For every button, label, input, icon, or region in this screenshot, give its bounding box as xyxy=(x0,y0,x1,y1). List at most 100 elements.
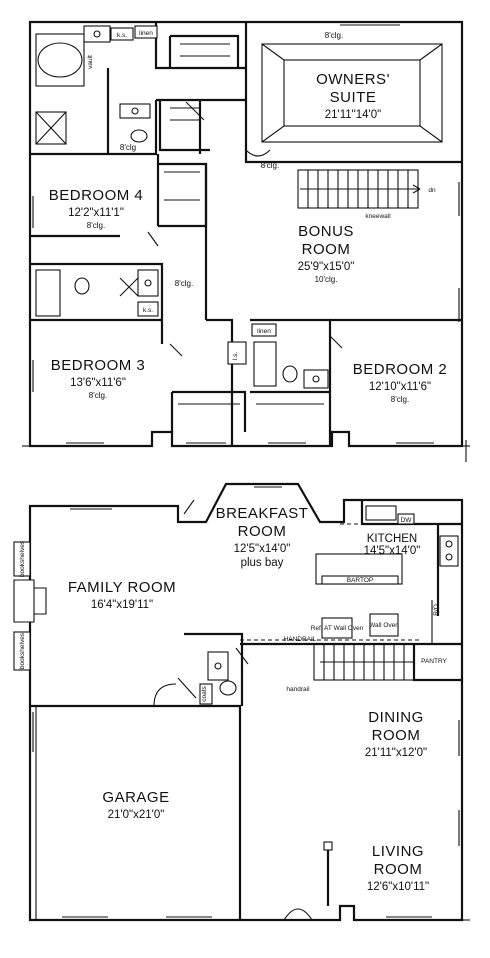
oven-label: Ref. AT Wall Oven xyxy=(311,625,364,632)
ro-label: R/O xyxy=(433,604,440,616)
bartop-label: BARTOP xyxy=(347,577,374,584)
dining-room-size: 21'11"x12'0" xyxy=(365,747,427,759)
living-room-name: LIVING xyxy=(372,843,424,860)
bedroom3-closet xyxy=(170,390,330,432)
bonus-room-name: BONUS xyxy=(298,223,354,240)
bookshelves-label-2: bookshelves xyxy=(19,632,26,669)
door-swing xyxy=(177,677,197,699)
linen-box xyxy=(134,25,158,39)
family-room-name: FAMILY ROOM xyxy=(68,579,176,596)
window xyxy=(29,21,463,447)
breakfast-room-name-2: ROOM xyxy=(238,523,287,540)
ks-label-2: k.s. xyxy=(143,307,153,314)
closet-rods xyxy=(180,43,230,57)
powder-sink xyxy=(207,651,229,681)
coats-label: coats xyxy=(201,685,208,701)
owners-suite-ceiling: 8'clg. xyxy=(325,31,343,40)
ks-box xyxy=(110,27,134,41)
hall-ceiling-label: 8'clg. xyxy=(261,161,279,170)
breakfast-room-name: BREAKFAST xyxy=(216,505,309,522)
door-swing xyxy=(119,277,139,297)
bookshelves-label-1: bookshelves xyxy=(19,540,26,577)
door-swing xyxy=(283,908,313,921)
breakfast-room-size: 12'5"x14'0" xyxy=(234,543,291,555)
tray-corner xyxy=(261,125,285,143)
window xyxy=(29,483,463,921)
wall-oven-box xyxy=(369,613,399,637)
linen-label: linen xyxy=(139,30,153,37)
dining-room-name: DINING xyxy=(368,709,424,726)
toilet-icon xyxy=(219,680,237,696)
door-swing xyxy=(147,231,159,247)
door-swing xyxy=(185,101,205,121)
coats-closet xyxy=(199,683,213,705)
breakfast-room-note: plus bay xyxy=(241,557,284,569)
bedroom2-size: 12'10"x11'6" xyxy=(369,381,431,393)
bookshelves-bottom xyxy=(13,631,31,671)
kitchen-name: KITCHEN xyxy=(367,533,417,545)
bedroom2-ceiling: 8'clg. xyxy=(391,395,409,404)
kitchen-size: 14'5"x14'0" xyxy=(364,545,421,557)
main-floor: BREAKFAST ROOM 12'5"x14'0" plus bay KITC… xyxy=(13,482,470,922)
bedroom4-size: 12'2"x11'1" xyxy=(68,207,124,219)
bedroom4-closet xyxy=(164,171,200,201)
linen-box-2 xyxy=(251,323,277,337)
ks-label: k.s. xyxy=(117,32,127,39)
vault-label: vault xyxy=(87,55,94,69)
family-room-size: 16'4"x19'11" xyxy=(91,599,153,611)
walk-in-closets xyxy=(158,34,240,154)
living-room-size: 12'6"x10'11" xyxy=(367,881,429,893)
sink-icon xyxy=(119,103,151,119)
handrail-label-1: HANDRAIL xyxy=(284,636,317,643)
bedroom4-ceiling: 8'clg. xyxy=(87,221,105,230)
bedroom4-name: BEDROOM 4 xyxy=(49,187,144,204)
bonus-room-name-2: ROOM xyxy=(302,241,351,258)
toilet-icon xyxy=(282,365,298,383)
dishwasher-box xyxy=(397,513,415,525)
bedroom3-size: 13'6"x11'6" xyxy=(70,377,126,389)
dining-room-name-2: ROOM xyxy=(372,727,421,744)
garage-size: 21'0"x21'0" xyxy=(108,809,165,821)
column xyxy=(323,841,333,851)
kitchen-dash-line xyxy=(240,523,420,641)
linen-label-2: linen xyxy=(257,328,271,335)
sink-icon xyxy=(83,25,111,43)
bedroom3-name: BEDROOM 3 xyxy=(51,357,146,374)
upper-floor: 8'clg. OWNERS' SUITE 21'11"14'0" BEDROOM… xyxy=(22,20,470,462)
tub-icon xyxy=(35,269,61,317)
kitchen-sink xyxy=(365,505,397,521)
door-swing xyxy=(169,343,183,357)
garden-tub-icon xyxy=(37,42,83,78)
bonus-room-size: 25'9"x15'0" xyxy=(298,261,355,273)
tub-deck xyxy=(35,33,85,87)
closet-rods xyxy=(170,107,200,121)
tray-ceiling-outer xyxy=(261,43,443,143)
tray-corner xyxy=(261,43,285,61)
ls-box xyxy=(227,341,247,365)
door-swing xyxy=(329,335,343,349)
door-swing xyxy=(183,499,195,515)
upper-stairs xyxy=(297,169,421,209)
fireplace-icon xyxy=(13,579,47,623)
main-outer-wall xyxy=(28,482,464,922)
bedroom3-ceiling: 8'clg. xyxy=(89,391,107,400)
handrail-label-2: handrail xyxy=(286,686,310,693)
tray-corner xyxy=(419,43,443,61)
bonus-room-ceiling: 10'clg. xyxy=(315,275,338,284)
ls-label: l.s. xyxy=(232,352,239,361)
bookshelves-top xyxy=(13,541,31,577)
sink-icon xyxy=(137,269,159,297)
shower-x xyxy=(35,111,67,145)
toilet-icon xyxy=(130,129,148,143)
door-swing xyxy=(235,647,249,665)
living-room-name-2: ROOM xyxy=(374,861,423,878)
bedroom2-name: BEDROOM 2 xyxy=(353,361,448,378)
bath-ceiling-label: 8'clg xyxy=(120,143,136,152)
pantry-label: PANTRY xyxy=(421,658,447,665)
oven-box xyxy=(321,617,353,639)
dw-label: DW xyxy=(401,517,413,524)
door-swing xyxy=(245,149,271,157)
hall-bath-walls xyxy=(30,262,164,322)
tray-corner xyxy=(419,125,443,143)
